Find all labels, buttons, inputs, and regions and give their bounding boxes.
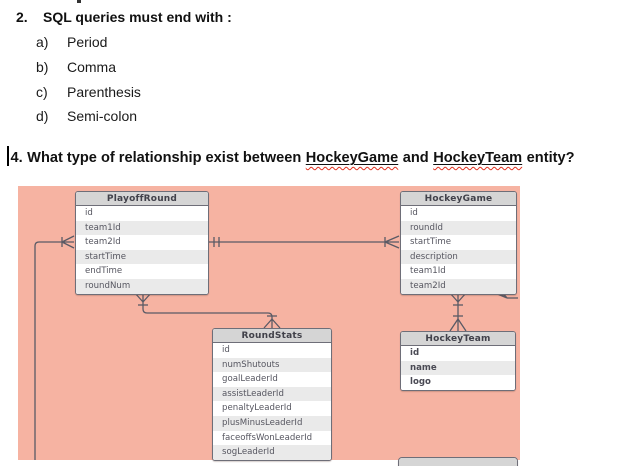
question-4-entity1: HockeyGame [305,150,399,166]
option-b-text: Comma [67,59,117,75]
connector-left-playoffround [34,241,62,460]
question-2-heading: 2. SQL queries must end with : [16,9,232,25]
option-d: d) Semi-colon [36,108,137,124]
entity-field: roundId [401,220,516,236]
entity-field: description [401,249,516,265]
entity-hockeygame-title: HockeyGame [401,192,516,206]
entity-field: logo [401,375,515,390]
option-c-text: Parenthesis [67,84,141,100]
entity-field: id [76,206,208,221]
question-4-suffix: entity? [526,150,575,166]
entity-field: startTime [401,235,516,250]
question-2-text: SQL queries must end with : [43,9,232,25]
option-b: b) Comma [36,59,116,75]
connector-playoffround-roundstats [142,302,273,319]
entity-field: endTime [76,264,208,279]
question-4-heading: 4.What type of relationship exist betwee… [7,146,575,166]
entity-roundstats-title: RoundStats [213,329,331,343]
entity-clipped-bottom [398,457,518,466]
option-a-text: Period [67,34,108,50]
option-a: a) Period [36,34,107,50]
entity-field: assistLeaderId [213,386,331,402]
option-b-letter: b) [36,59,49,75]
entity-field: sogLeaderId [213,445,331,460]
entity-field: team1Id [76,220,208,236]
entity-field: team2Id [76,235,208,250]
crow-foot-playoffround-left [61,235,75,249]
entity-field: penaltyLeaderId [213,401,331,416]
option-a-letter: a) [36,34,49,50]
entity-field: plusMinusLeaderId [213,415,331,431]
text-cursor [7,146,9,166]
crow-foot-hockeyteam-top [449,318,467,332]
entity-field: numShutouts [213,357,331,373]
option-d-text: Semi-colon [67,108,138,124]
option-c: c) Parenthesis [36,84,141,100]
entity-playoffround-title: PlayoffRound [76,192,208,206]
relationship-connectors [34,235,518,460]
entity-hockeyteam-title: HockeyTeam [401,332,515,346]
entity-field: id [401,346,515,361]
entity-field: name [401,360,515,376]
question-4-entity2: HockeyTeam [433,150,523,166]
entity-field: team1Id [401,264,516,279]
entity-field: id [401,206,516,221]
question-4-prefix: What type of relationship exist between [27,150,302,166]
double-one-tick [213,237,220,247]
entity-clipped-bottom-title [399,458,517,466]
question-4-number: 4. [10,150,23,166]
entity-field: startTime [76,249,208,265]
option-c-letter: c) [36,84,48,100]
crow-foot-roundstats-top [263,318,281,329]
question-2-number: 2. [16,9,28,25]
entity-field: team2Id [401,278,516,294]
entity-field: id [213,343,331,358]
entity-field: goalLeaderId [213,372,331,387]
clipped-text-artifact [77,0,81,3]
question-4-conjunction: and [402,150,429,166]
crow-foot-hockeygame-left [384,235,400,249]
entity-field: roundNum [76,278,208,294]
entity-field: faceoffsWonLeaderId [213,430,331,446]
option-d-letter: d) [36,108,49,124]
